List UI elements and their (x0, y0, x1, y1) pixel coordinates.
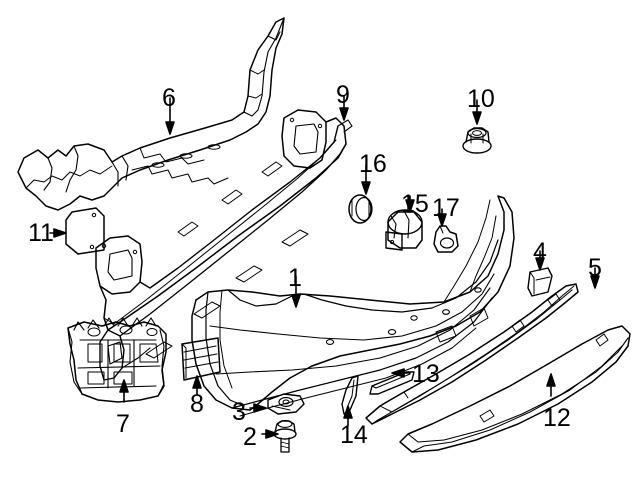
callout-label-16: 16 (359, 150, 387, 178)
callout-label-2: 2 (243, 423, 257, 451)
part-side-guide-bracket (67, 317, 167, 403)
callout-label-3: 3 (232, 398, 246, 426)
callout-label-7: 7 (116, 410, 130, 438)
part-mounting-bracket-plate (65, 207, 105, 255)
part-vent-grille-insert (181, 337, 221, 381)
callout-label-17: 17 (432, 194, 460, 222)
part-clip-nut-plate (267, 393, 305, 415)
part-park-sensor (385, 209, 423, 251)
part-side-bracket-clip (527, 267, 553, 297)
callout-label-4: 4 (533, 238, 547, 266)
callout-label-12: 12 (543, 404, 571, 432)
part-energy-absorber (17, 17, 285, 211)
callout-label-15: 15 (401, 190, 429, 218)
part-flange-nut (462, 127, 492, 154)
part-reinforcement-strip (369, 371, 415, 395)
part-lower-trim-strip (365, 283, 579, 425)
part-sensor-retainer-ring (348, 194, 373, 224)
callout-label-14: 14 (340, 421, 368, 449)
callout-label-10: 10 (467, 85, 495, 113)
callout-label-8: 8 (190, 390, 204, 418)
callout-label-9: 9 (336, 81, 350, 109)
callout-label-11: 11 (28, 219, 54, 247)
callout-leaders (49, 95, 600, 439)
part-impact-bar (95, 109, 353, 381)
part-sensor-mount-bracket (433, 225, 459, 253)
part-lower-valance-diffuser (399, 325, 631, 453)
callout-label-6: 6 (162, 84, 176, 112)
callout-label-13: 13 (412, 360, 440, 388)
callout-label-1: 1 (288, 264, 302, 292)
callout-label-5: 5 (588, 254, 602, 282)
